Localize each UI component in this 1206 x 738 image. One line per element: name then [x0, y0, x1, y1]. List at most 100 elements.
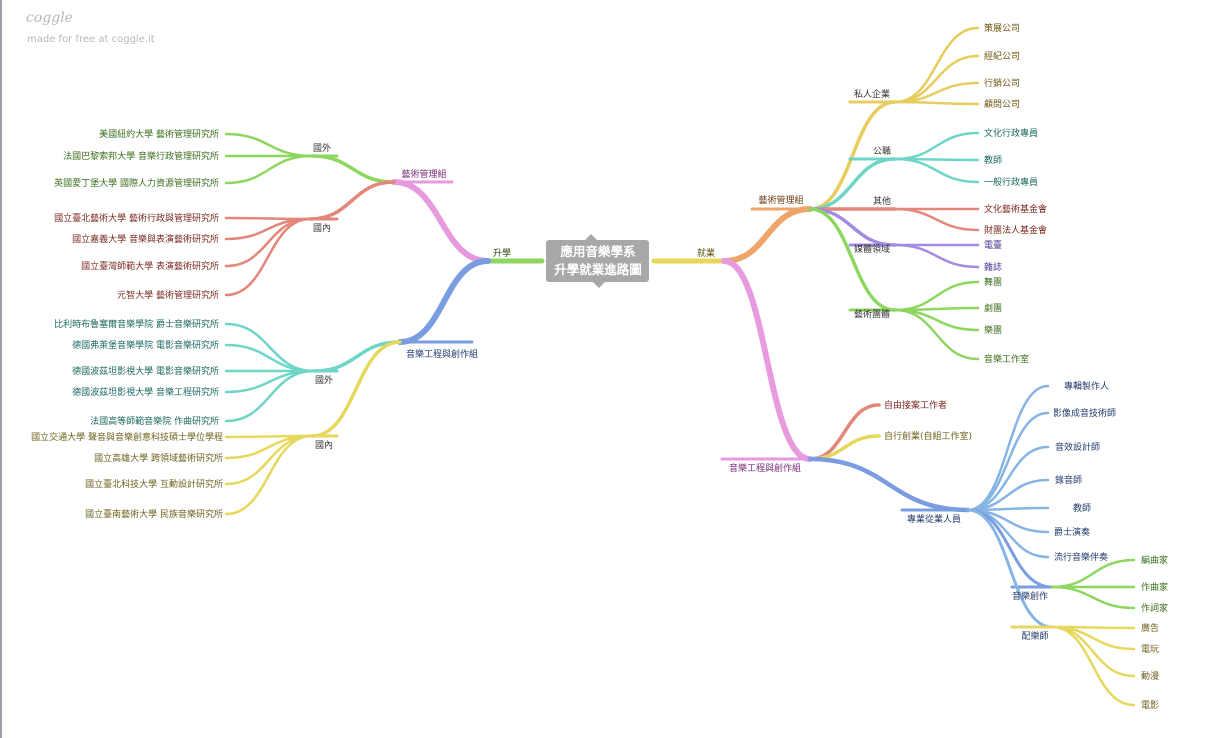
right-scoring-item[interactable]: 動漫 — [1141, 670, 1159, 682]
left-artmgmt-domestic-item[interactable]: 國立臺灣師範大學 表演藝術研究所 — [81, 260, 219, 272]
right-artmgmt-sub-label[interactable]: 私人企業 — [854, 88, 890, 100]
link-right-artmgmt-sub-item — [893, 280, 980, 312]
left-musiceng-abroad-item[interactable]: 德國波茲坦影視大學 電影音樂研究所 — [72, 365, 219, 377]
link-right-pro-item — [966, 445, 1050, 512]
link-right-pro-item — [966, 411, 1050, 512]
link-left-musiceng — [397, 258, 491, 345]
right-artmgmt-sub-label[interactable]: 藝術團體 — [854, 308, 890, 320]
right-musiceng-direct-item[interactable]: 自行創業(自組工作室) — [884, 430, 972, 442]
left-musiceng-domestic-item[interactable]: 國立高雄大學 跨領域藝術研究所 — [94, 452, 223, 464]
left-musiceng-abroad-label[interactable]: 國外 — [315, 374, 333, 386]
link-right-scoring — [966, 508, 1054, 629]
right-artmgmt-sub-item[interactable]: 舞團 — [984, 277, 1002, 288]
left-artmgmt-domestic-item[interactable]: 元智大學 藝術管理研究所 — [117, 289, 219, 301]
center-title-line1: 應用音樂學系 — [560, 244, 636, 259]
link-left-musiceng-abroad-item — [224, 369, 316, 423]
right-pro-item[interactable]: 專輯製作人 — [1064, 380, 1109, 392]
right-pro-item[interactable]: 教師 — [1073, 502, 1091, 514]
right-compose-label[interactable]: 音樂創作 — [1012, 590, 1048, 602]
link-right-artmgmt-sub-item — [893, 100, 980, 106]
left-artmgmt-abroad-item[interactable]: 法國巴黎索邦大學 音樂行政管理研究所 — [63, 150, 219, 162]
right-pro-item[interactable]: 錄音師 — [1055, 474, 1082, 486]
left-artmgmt-domestic-item[interactable]: 國立嘉義大學 音樂與表演藝術研究所 — [72, 233, 219, 245]
center-node-bottom-arrow — [593, 282, 605, 288]
link-right-pro — [807, 456, 971, 513]
left-artmgmt-domestic-label[interactable]: 國內 — [313, 223, 331, 234]
right-pro-item[interactable]: 爵士演奏 — [1054, 526, 1090, 538]
link-right-musiceng — [721, 258, 813, 462]
right-pro-item[interactable]: 流行音樂伴奏 — [1054, 551, 1108, 563]
right-scoring-label[interactable]: 配樂師 — [1021, 630, 1048, 642]
left-artmgmt-abroad-item[interactable]: 美國紐約大學 藝術管理研究所 — [99, 128, 219, 140]
right-scoring-item[interactable]: 廣告 — [1141, 622, 1159, 634]
right-musiceng-direct-item[interactable]: 自由接案工作者 — [884, 399, 947, 411]
right-artmgmt-sub-label[interactable]: 公職 — [873, 146, 891, 157]
link-right-artmgmt-sub-item — [893, 207, 980, 232]
left-artmgmt-abroad-item[interactable]: 英國愛丁堡大學 國際人力資源管理研究所 — [54, 177, 219, 189]
left-artmgmt-domestic-item[interactable]: 國立臺北藝術大學 藝術行政與管理研究所 — [54, 212, 219, 224]
link-left-musiceng-abroad-item — [224, 369, 316, 394]
left-artmgmt-abroad-label[interactable]: 國外 — [313, 142, 331, 154]
link-right-pro-item — [966, 508, 1050, 559]
left-musiceng-domestic-item[interactable]: 國立臺北科技大學 互動設計研究所 — [85, 478, 223, 490]
link-left-artmgmt-abroad-item — [224, 132, 314, 158]
link-right-artmgmt-sub — [808, 157, 897, 211]
center-node-top-arrow — [585, 234, 597, 240]
right-artmgmt-sub-item[interactable]: 劇團 — [984, 302, 1002, 314]
link-right-artmgmt-sub-item — [893, 26, 980, 104]
right-artmgmt-sub-label[interactable]: 媒體領域 — [854, 243, 890, 255]
right-artmgmt-sub-item[interactable]: 行銷公司 — [984, 77, 1020, 89]
link-left-musiceng-domestic-item — [224, 434, 314, 516]
left-musiceng-abroad-item[interactable]: 法國高等師範音樂院 作曲研究所 — [90, 415, 219, 427]
right-artmgmt-sub-item[interactable]: 電臺 — [984, 239, 1002, 251]
link-left-artmgmt-abroad — [310, 154, 396, 184]
right-scoring-item[interactable]: 電影 — [1141, 700, 1159, 711]
left-musiceng-label[interactable]: 音樂工程與創作組 — [406, 348, 478, 360]
left-musiceng-domestic-item[interactable]: 國立臺南藝術大學 民族音樂研究所 — [85, 508, 223, 520]
right-pro-label[interactable]: 專業從業人員 — [907, 513, 961, 525]
link-left-artmgmt-domestic-item — [224, 217, 312, 297]
right-artmgmt-label[interactable]: 藝術管理組 — [758, 194, 803, 206]
left-musiceng-domestic-label[interactable]: 國內 — [315, 440, 333, 451]
right-pro-item[interactable]: 影像成音技術師 — [1053, 407, 1116, 419]
link-right-artmgmt-sub-item — [893, 308, 980, 361]
link-right-artmgmt-sub-item — [893, 157, 980, 184]
link-left-artmgmt-abroad-item — [224, 154, 314, 185]
right-scoring-item[interactable]: 電玩 — [1141, 644, 1159, 655]
left-musiceng-domestic-item[interactable]: 國立交通大學 聲音與音樂創意科技碩士學位學程 — [31, 431, 223, 443]
right-artmgmt-sub-item[interactable]: 策展公司 — [984, 22, 1020, 34]
link-right-musiceng-direct — [808, 403, 881, 461]
right-artmgmt-sub-item[interactable]: 顧問公司 — [984, 98, 1020, 110]
left-musiceng-abroad-item[interactable]: 德國弗萊堡音樂學院 電影音樂研究所 — [72, 339, 219, 351]
right-artmgmt-sub-item[interactable]: 財團法人基金會 — [984, 224, 1047, 236]
right-compose-item[interactable]: 作詞家 — [1141, 602, 1168, 614]
coggle-logo: coggle — [26, 10, 73, 26]
link-right-artmgmt-sub — [808, 207, 897, 312]
left-musiceng-abroad-item[interactable]: 比利時布魯塞爾音樂學院 爵士音樂研究所 — [54, 318, 219, 330]
right-artmgmt-sub-item[interactable]: 一般行政專員 — [984, 176, 1038, 188]
right-root-label[interactable]: 就業 — [697, 247, 715, 259]
left-artmgmt-label[interactable]: 藝術管理組 — [401, 168, 446, 180]
right-artmgmt-sub-item[interactable]: 樂團 — [984, 324, 1002, 336]
link-right-scoring-item — [1050, 625, 1136, 707]
center-node[interactable] — [546, 234, 649, 288]
link-left-artmgmt-domestic — [308, 180, 396, 221]
right-artmgmt-sub-item[interactable]: 經紀公司 — [984, 50, 1020, 62]
right-compose-item[interactable]: 作曲家 — [1141, 581, 1168, 593]
left-root-label[interactable]: 升學 — [493, 247, 511, 259]
right-artmgmt-sub-item[interactable]: 雜誌 — [984, 261, 1002, 273]
left-musiceng-abroad-item[interactable]: 德國波茲坦影視大學 音樂工程研究所 — [72, 386, 219, 398]
right-artmgmt-sub-item[interactable]: 教師 — [984, 154, 1002, 166]
right-artmgmt-sub-item[interactable]: 音樂工作室 — [984, 353, 1029, 365]
right-musiceng-label[interactable]: 音樂工程與創作組 — [729, 462, 801, 474]
center-node-box[interactable] — [546, 240, 649, 282]
right-artmgmt-sub-label[interactable]: 其他 — [873, 195, 891, 207]
link-left-musiceng-domestic — [310, 340, 402, 438]
right-pro-item[interactable]: 音效設計師 — [1055, 441, 1100, 453]
right-compose-item[interactable]: 編曲家 — [1141, 554, 1168, 566]
right-artmgmt-sub-item[interactable]: 文化行政專員 — [984, 127, 1038, 139]
link-left-artmgmt — [391, 179, 491, 264]
right-artmgmt-sub-item[interactable]: 文化藝術基金會 — [984, 203, 1047, 215]
